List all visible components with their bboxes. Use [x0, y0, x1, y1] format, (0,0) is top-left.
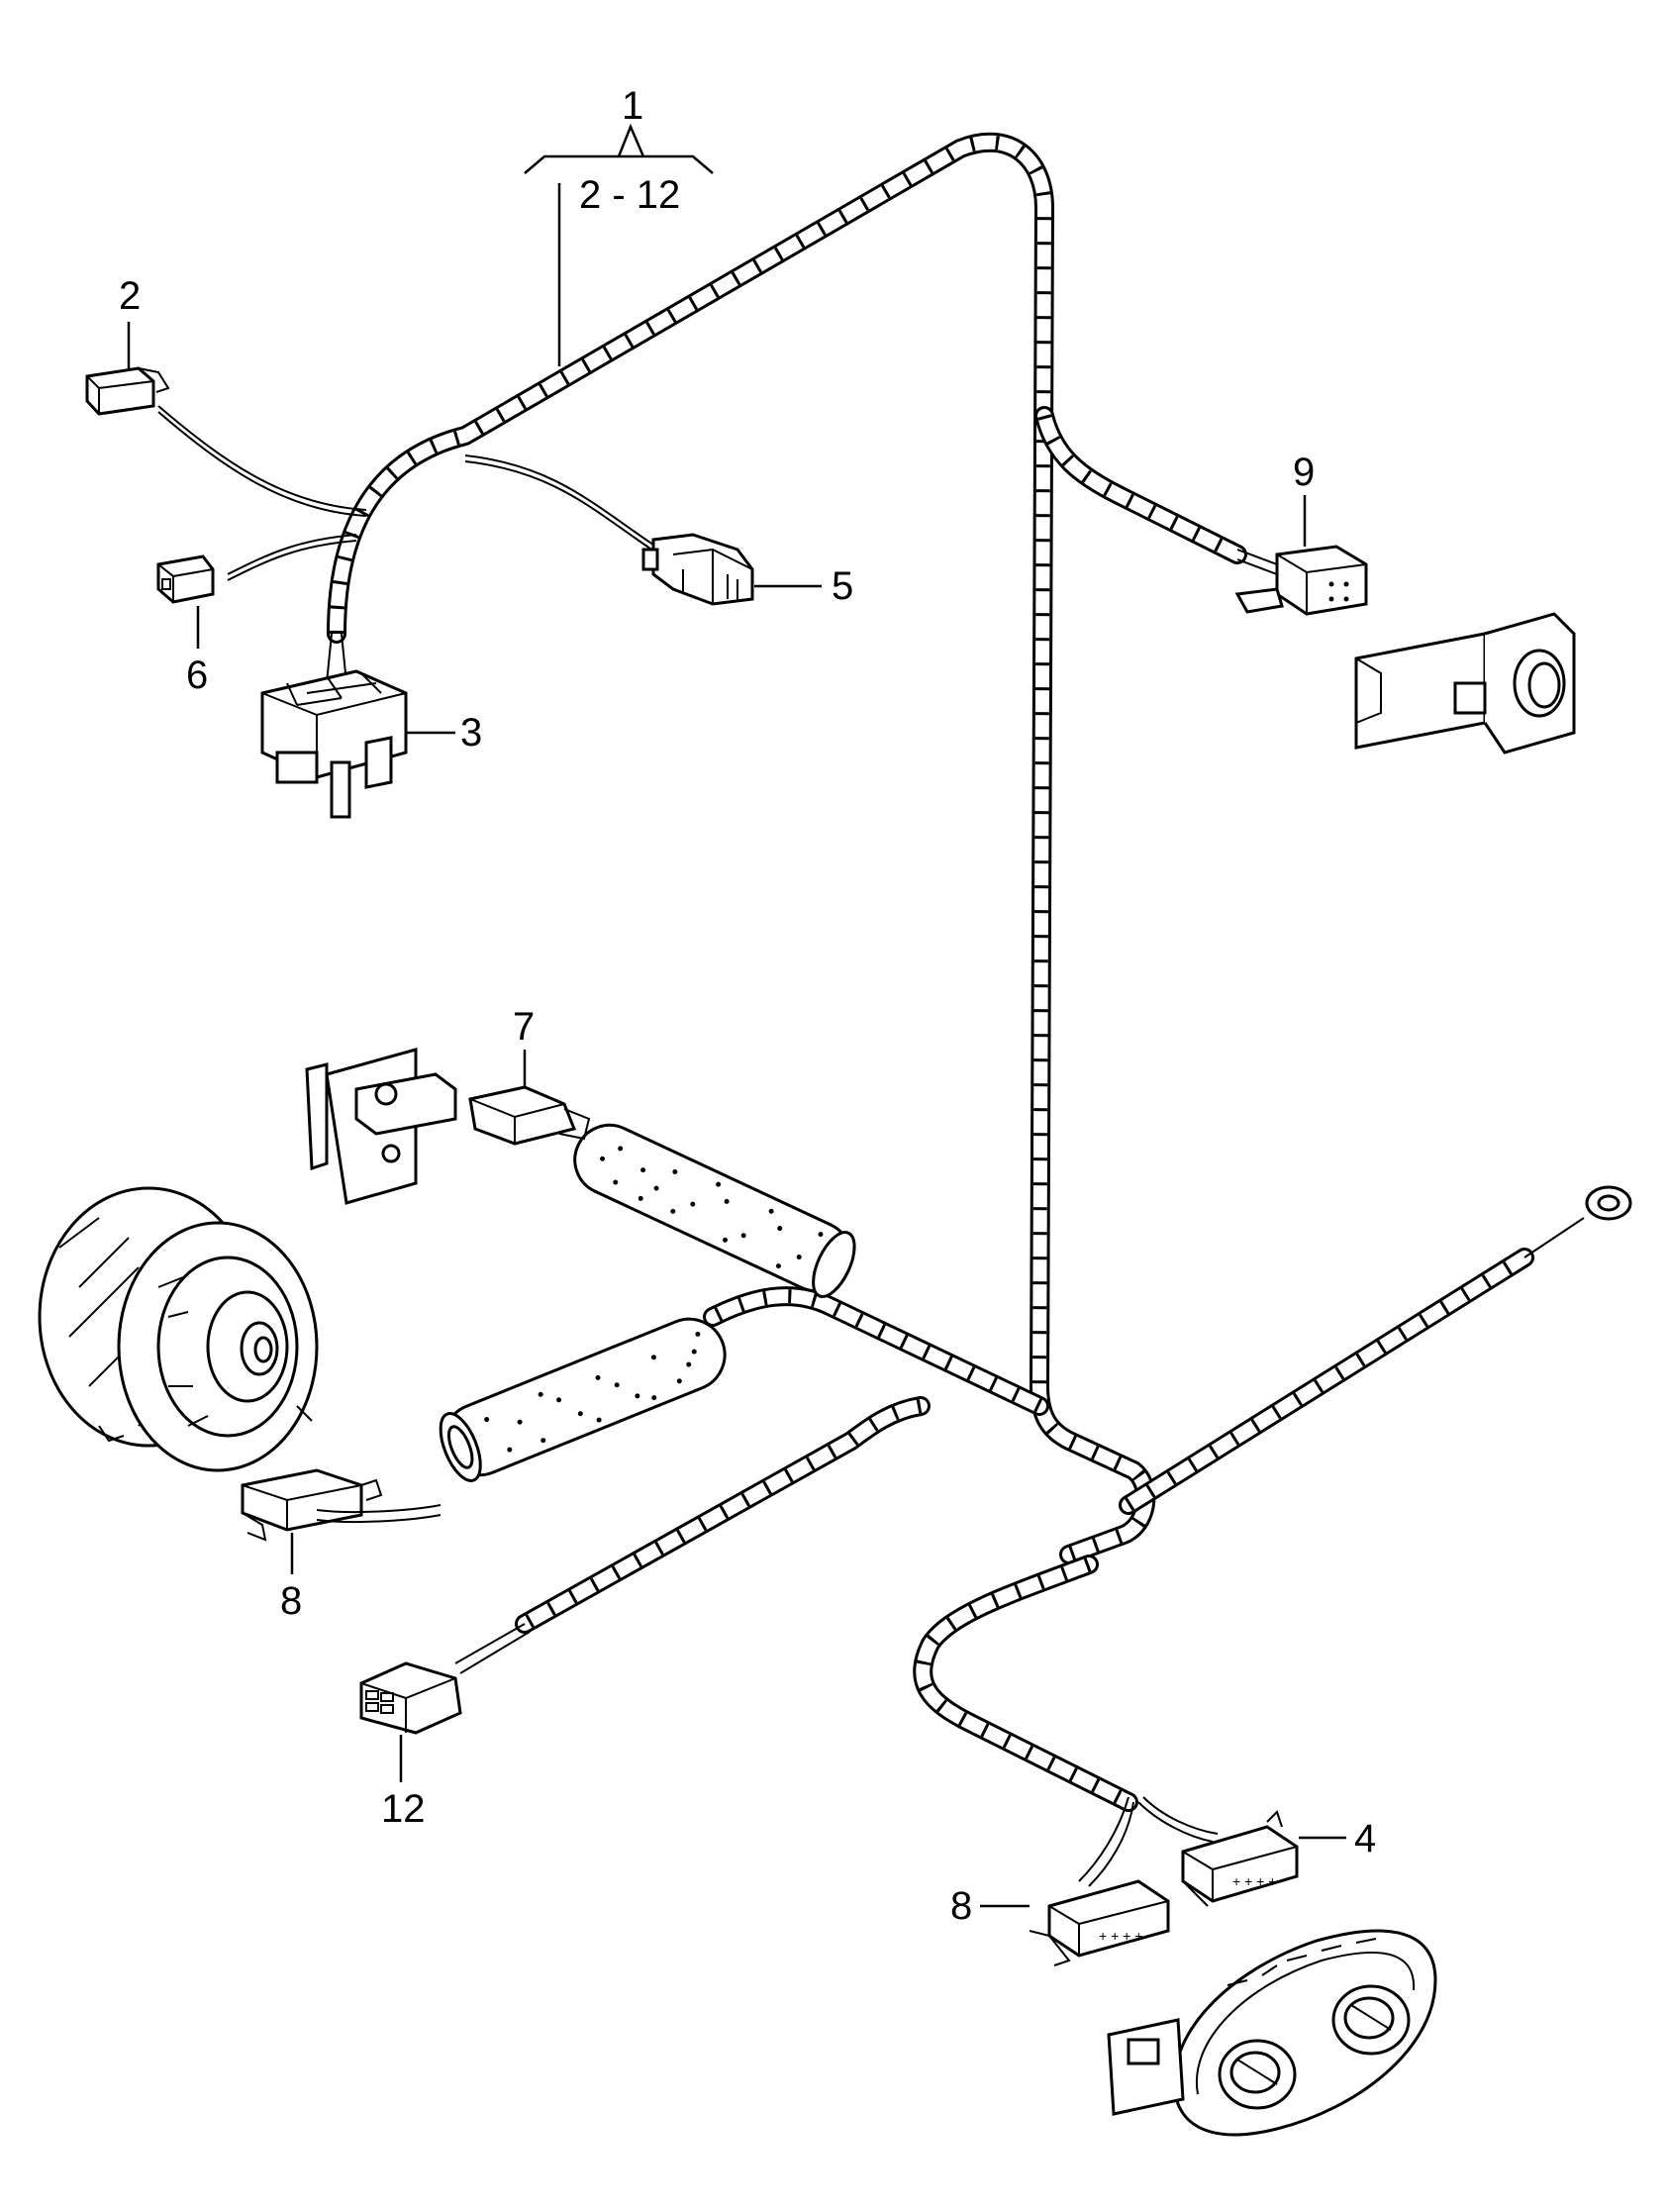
connector-9	[1234, 545, 1368, 616]
connector-6	[156, 554, 215, 604]
connector-8-bottom: + + + +	[1029, 1879, 1170, 1966]
label-range: 2 - 12	[579, 173, 680, 217]
label-2: 2	[119, 274, 141, 318]
label-8-bottom: 8	[950, 1884, 972, 1928]
ring-terminal	[1585, 1185, 1632, 1221]
connector-3	[260, 669, 408, 819]
connector-4: + + + +	[1181, 1810, 1299, 1907]
label-7: 7	[513, 1005, 535, 1049]
svg-text:+ + + +: + + + +	[1232, 1873, 1276, 1889]
connector-5	[641, 533, 754, 606]
connector-12	[359, 1661, 462, 1735]
harness-trunks	[327, 132, 1534, 1812]
label-8-left: 8	[280, 1579, 302, 1623]
climate-control-panel	[1107, 1929, 1437, 2137]
leader-lines	[127, 123, 1346, 1908]
foam-sleeve-upper	[573, 1123, 856, 1298]
blower-motor	[38, 1186, 319, 1472]
label-6: 6	[186, 654, 208, 697]
label-1: 1	[622, 84, 643, 128]
label-9: 9	[1293, 451, 1315, 494]
part-labels: 1 2 - 12 2 6 3 5 9 7 8 12 4 8	[119, 84, 1376, 1928]
foam-sleeve-lower	[439, 1317, 727, 1482]
foam-sleeves	[439, 1123, 856, 1482]
thin-wires	[157, 405, 1585, 1887]
resistor-module	[305, 1048, 457, 1205]
label-5: 5	[832, 564, 853, 608]
connector-8-left	[241, 1468, 442, 1542]
label-3: 3	[460, 711, 482, 754]
label-4: 4	[1354, 1817, 1376, 1860]
connector-2	[85, 366, 170, 416]
connector-7	[468, 1085, 591, 1146]
push-button-switch	[1354, 612, 1576, 754]
label-12: 12	[381, 1787, 426, 1831]
svg-text:+ + + +: + + + +	[1099, 1928, 1142, 1944]
